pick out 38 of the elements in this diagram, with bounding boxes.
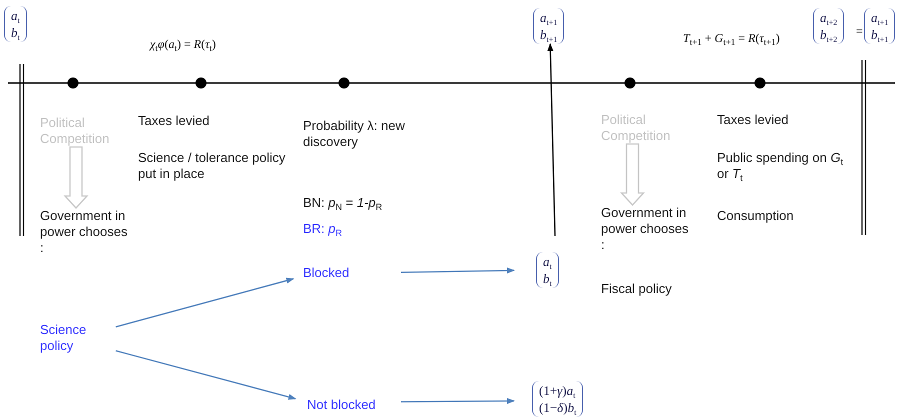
node-label: Government in power chooses : — [40, 208, 132, 256]
equation: χ$_{t}$φ(a$_{t}$) = R(τ$_{t}$) — [150, 36, 216, 52]
vector-entry: a$_{t+1}$ — [871, 9, 888, 26]
arrow — [547, 43, 556, 236]
vector-entry: (1−δ)b$_{t}$ — [539, 399, 576, 416]
text-label: Public spending on G$_{t}$ or T$_{t}$ — [717, 150, 844, 182]
equation: = — [856, 23, 863, 39]
equation: T$_{t+1}$ + G$_{t+1}$ = R(τ$_{t+1}$) — [683, 30, 780, 46]
arrow — [401, 398, 515, 404]
text-label: Science / tolerance policy put in place — [138, 150, 286, 182]
text-label: Taxes levied — [138, 113, 211, 129]
vector-entry: b$_{t}$ — [543, 270, 552, 287]
hollow-arrow — [64, 146, 88, 209]
node-label: Political Competition — [40, 115, 130, 147]
vector-entry: b$_{t}$ — [11, 24, 20, 41]
node-label: Blocked — [303, 265, 365, 281]
vector-entry: a$_{t+2}$ — [820, 9, 838, 26]
arrow — [116, 278, 294, 328]
vector-entry: b$_{t+2}$ — [820, 26, 838, 43]
node-label: Government in power chooses : — [601, 205, 693, 253]
vector-entry: a$_{t+1}$ — [540, 9, 558, 26]
text-label: Probability λ: new discovery — [303, 118, 406, 150]
vector-entry: b$_{t+1}$ — [871, 26, 888, 43]
vector-entry: a$_{t}$ — [11, 7, 20, 24]
text-label: Taxes levied — [717, 112, 790, 128]
text-label: BR: p$_{R}$ — [303, 221, 344, 237]
vector-entry: (1+γ)a$_{t}$ — [539, 382, 576, 399]
text-label: Fiscal policy — [601, 281, 673, 297]
text-label: Consumption — [717, 208, 795, 224]
hollow-arrow — [620, 143, 645, 206]
vector-entry: b$_{t+1}$ — [540, 26, 558, 43]
arrow — [400, 268, 515, 274]
vector-entry: a$_{t}$ — [543, 253, 552, 270]
node-label: Not blocked — [307, 397, 393, 413]
node-label: Science policy — [40, 322, 110, 354]
text-label: BN: p$_{N}$ = 1-p$_{R}$ — [303, 195, 384, 211]
arrow — [116, 350, 296, 400]
node-label: Political Competition — [601, 112, 691, 144]
